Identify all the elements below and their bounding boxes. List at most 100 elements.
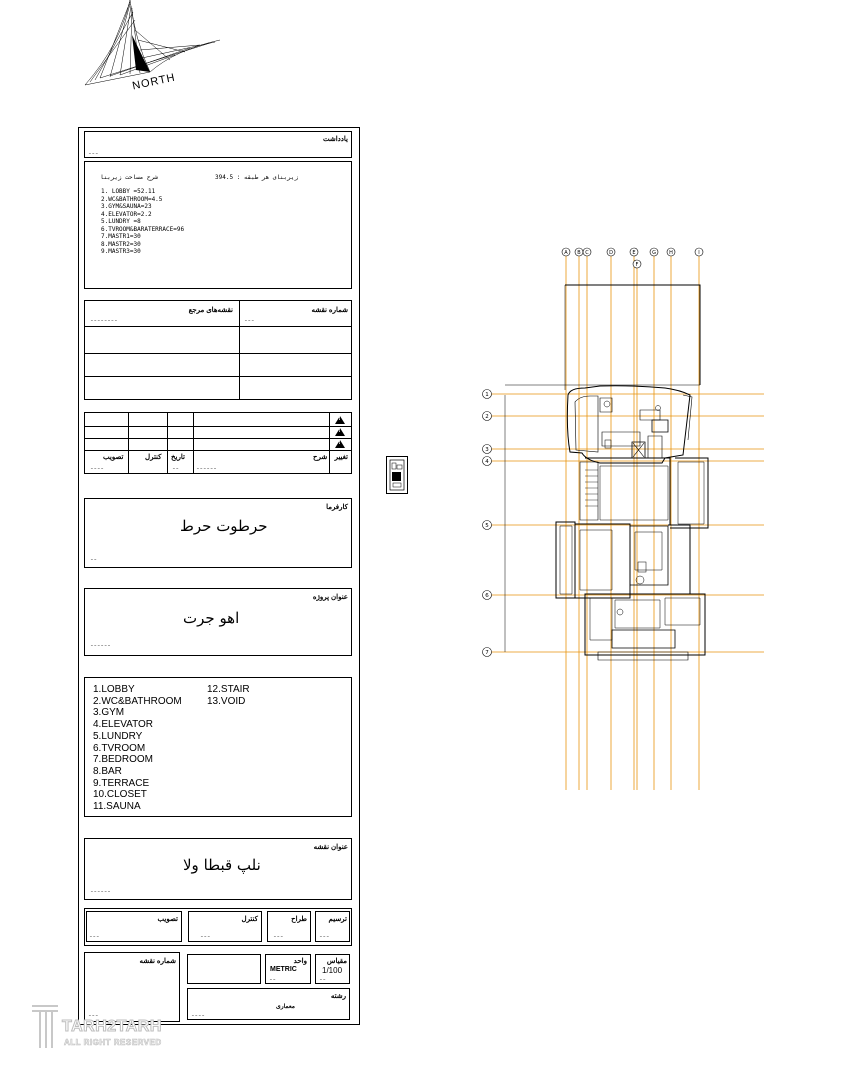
revisions-box: تصویب کنترل تاریخ شرح تغییر ـ ـ ـ ـ ـ ـ … [84,412,352,474]
sig-approve-box: تصویب ـ ـ ـ [86,911,182,942]
footer-discipline-box: رشته معماری ـ ـ ـ ـ [187,988,350,1020]
grid-row-label: 6 [485,593,489,599]
notes-body-box: زیربنای هر طبقه : 394.5 شرح مساحت زیربنا… [84,161,352,289]
grid-column-label: F [636,262,639,268]
notes-line: 7.MASTR1=30 [101,233,141,240]
north-compass: NORTH [80,0,221,105]
rev-approve: تصویب [103,454,124,461]
grid-column-label: C [585,250,589,256]
rev-desc: شرح [313,454,328,461]
grid-bubble-row [482,590,492,600]
area-title: شرح مساحت زیربنا [100,174,158,181]
grid-bubble-row [482,444,492,454]
grid-bubble-column [606,247,616,257]
legend-item: 6.TVROOM [93,742,146,754]
sheet-title-box: عنوان نقشه نلپ قبطا ولا ـ ـ ـ ـ ـ ـ [84,838,352,900]
grid-lines [491,256,764,790]
key-plan [386,456,408,494]
grid-row-label: 4 [485,459,489,465]
footer-sheet-no-box: شماره نقشه ـ ـ ـ [84,952,180,1022]
legend-item: 13.VOID [207,695,246,707]
refs-sub-1: ـ ـ ـ [245,317,254,323]
refs-box: شماره نقشه نقشه‌های مرجع ـ ـ ـ ـ ـ ـ ـ ـ… [84,300,352,400]
discipline-value: معماری [276,1004,295,1010]
grid-bubble-column [666,247,676,257]
grid-bubble-row [482,520,492,530]
client-name: حرطوت حرط [180,517,268,535]
rev-val-2: ـ ـ [173,465,179,471]
project-name: اهو جرت [183,609,240,627]
grid-bubble-row [482,647,492,657]
unit-value: METRIC [270,966,297,973]
client-label: کارفرما [326,504,348,511]
grid-bubble-column [632,259,642,269]
grid-row-label: 7 [485,650,489,656]
project-box: عنوان پروژه اهو جرت ـ ـ ـ ـ ـ ـ [84,588,352,656]
grid-bubble-column [649,247,659,257]
grid-bubble-column [561,247,571,257]
refs-maps-label: نقشه‌های مرجع [188,307,233,314]
sheet-title-sub: ـ ـ ـ ـ ـ ـ [91,888,110,894]
grid-column-label: H [669,250,673,256]
refs-sheet-no: شماره نقشه [311,307,348,314]
notes-header-box: یادداشت ـ ـ ـ [84,131,352,158]
grid-row-label: 1 [485,392,489,398]
grid-column-label: G [652,250,656,256]
grid-row-label: 5 [485,523,489,529]
watermark-tagline: ALL RIGHT RESERVED [64,1038,162,1048]
rev-date: تاریخ [171,454,185,461]
warning-icon [335,440,345,448]
footer-unit-box: واحد METRIC ـ ـ [265,954,311,984]
rev-control: کنترل [145,454,162,461]
key-plan-graphic [386,456,408,494]
rev-val-1: ـ ـ ـ ـ [91,465,104,471]
grid-row-label: 2 [485,414,489,420]
notes-sub: ـ ـ ـ [89,150,98,156]
legend-item: 11.SAUNA [93,801,141,813]
legend-item: 4.ELEVATOR [93,719,154,731]
notes-line: 1. LOBBY =52.11 [101,188,156,195]
legend-item: 3.GYM [93,707,125,719]
watermark-logo-icon [32,1005,58,1048]
legend-item: 8.BAR [93,765,122,777]
sig-design-box: طراح ـ ـ ـ [267,911,311,942]
footer-blank-box [187,954,261,984]
sig-control-box: کنترل ـ ـ ـ [188,911,262,942]
notes-line: 5.LUNDRY =8 [101,218,141,225]
project-label: عنوان پروژه [312,594,348,601]
notes-header: یادداشت [323,136,348,143]
warning-icon [335,416,345,424]
plan-walls [504,284,709,661]
notes-line: 9.MASTR3=30 [101,248,141,255]
compass-graphic [84,0,221,86]
grid-column-label: E [632,250,635,256]
refs-sub-2: ـ ـ ـ ـ ـ ـ ـ ـ [91,317,117,323]
warning-icon [335,428,345,436]
legend-item: 1.LOBBY [93,684,135,695]
grid-bubble-row [482,411,492,421]
client-box: کارفرما حرطوت حرط ـ ـ [84,498,352,568]
grid-bubble-row [482,389,492,399]
legend-item: 10.CLOSET [93,789,147,801]
client-sub: ـ ـ [91,556,97,562]
project-sub: ـ ـ ـ ـ ـ ـ [91,642,110,648]
grid-row-label: 3 [485,447,489,453]
legend-item: 9.TERRACE [93,777,150,789]
sig-draw-box: ترسیم ـ ـ ـ [315,911,350,942]
rev-change: تغییر [334,454,348,461]
legend-item: 12.STAIR [207,684,250,695]
sheet-title: نلپ قبطا ولا [183,856,261,874]
grid-bubble-row [482,456,492,466]
notes-line: 3.GYM&SAUNA=23 [101,203,152,210]
signatures-row [84,908,352,946]
area-summary: زیربنای هر طبقه : 394.5 [215,174,299,181]
watermark: TARH2TARH ALL RIGHT RESERVED [30,1000,180,1052]
grid-bubble-column [694,247,704,257]
grid-bubble-column [582,247,592,257]
sheet-title-label: عنوان نقشه [313,844,348,851]
notes-line: 4.ELEVATOR=2.2 [101,210,152,218]
